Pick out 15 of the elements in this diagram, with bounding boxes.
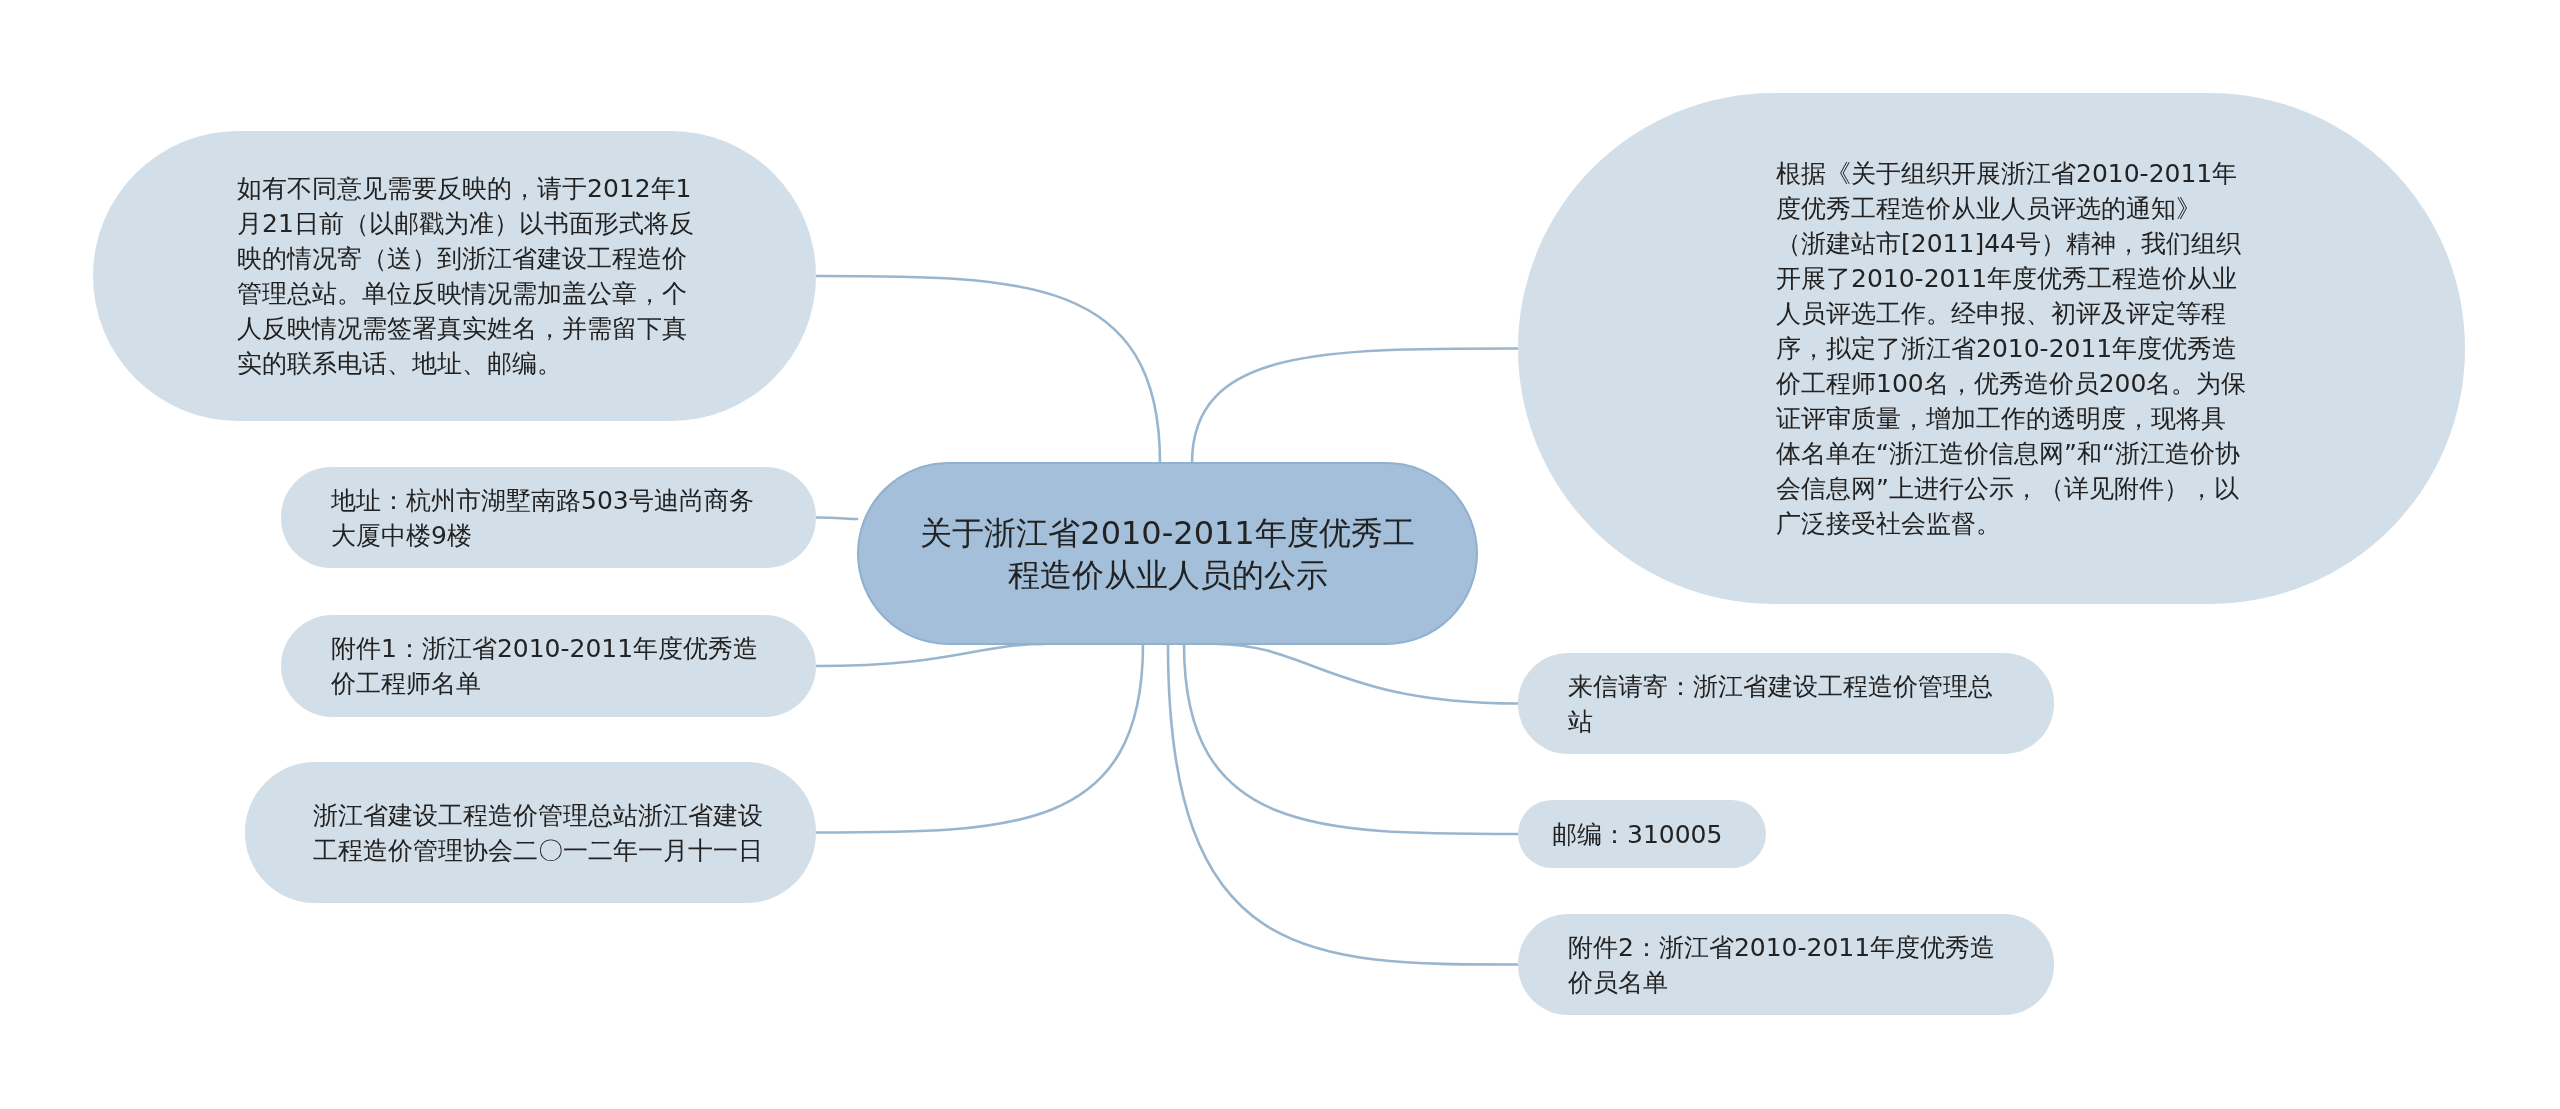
topic-pill: 附件2：浙江省2010-2011年度优秀造价员名单 xyxy=(1518,914,2054,1015)
connector-line xyxy=(816,274,1162,464)
connector-line xyxy=(816,516,858,521)
connector-line xyxy=(1166,643,1518,966)
topic-pill: 浙江省建设工程造价管理总站浙江省建设工程造价管理协会二〇一二年一月十一日 xyxy=(245,762,816,903)
connector-line xyxy=(816,643,1145,834)
topic-pill: 附件1：浙江省2010-2011年度优秀造价工程师名单 xyxy=(281,615,816,717)
central-topic-pill: 关于浙江省2010-2011年度优秀工程造价从业人员的公示 xyxy=(857,462,1478,645)
topic-pill: 根据《关于组织开展浙江省2010-2011年度优秀工程造价从业人员评选的通知》（浙建站市[2011]44号）精神，我们组织开展了2010-2011年度优秀工程造价从业人员评选工作。经申报、初评及评定等程序，拟定了浙江省2010-2011年度优秀造价工程师100名，优秀造价员200名。为保证评审质量，增加工作的透明度，现将具体名单在“浙江造价信息网”和“浙江造价协会信息网”上进行公示，（详见附件），以广泛接受社会监督。 xyxy=(1518,93,2465,604)
topic-pill: 来信请寄：浙江省建设工程造价管理总站 xyxy=(1518,653,2054,754)
topic-pill: 邮编：310005 xyxy=(1518,800,1766,868)
connector-line xyxy=(1182,643,1518,836)
topic-pill: 如有不同意见需要反映的，请于2012年1月21日前（以邮戳为准）以书面形式将反映的情况寄（送）到浙江省建设工程造价管理总站。单位反映情况需加盖公章，个人反映情况需签署真实姓名，并需留下真实的联系电话、地址、邮编。 xyxy=(93,131,816,421)
topic-pill: 地址：杭州市湖墅南路503号迪尚商务大厦中楼9楼 xyxy=(281,467,816,568)
connector-line xyxy=(1190,347,1518,464)
